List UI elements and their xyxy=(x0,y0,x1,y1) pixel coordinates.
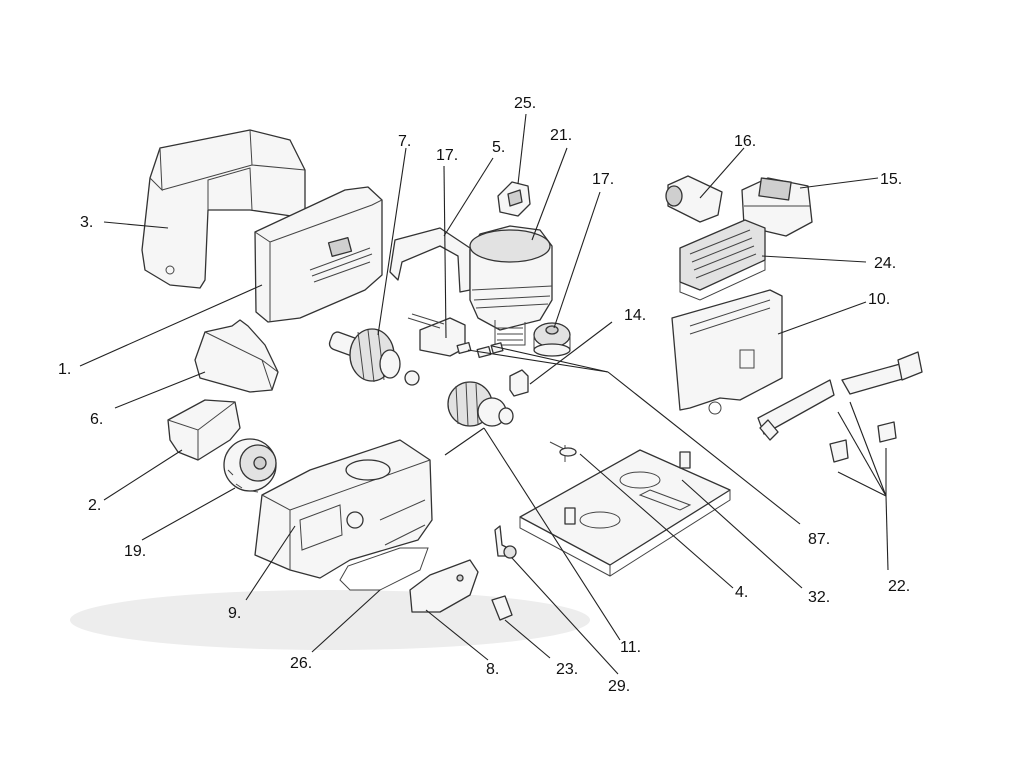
part-17-limit-switch-left xyxy=(407,313,466,357)
callout-87: 87. xyxy=(808,531,830,548)
part-25-knob xyxy=(497,181,531,217)
callout-24: 24. xyxy=(874,255,896,272)
part-24-control-board xyxy=(679,219,766,301)
callout-7: 7. xyxy=(398,133,411,150)
part-21-motor xyxy=(469,225,553,346)
part-26-gasket xyxy=(339,547,429,591)
callout-23: 23. xyxy=(556,661,578,678)
part-19-pinion-gear xyxy=(223,438,277,493)
part-2-limit-cover xyxy=(167,399,241,461)
part-22-brackets xyxy=(757,351,923,463)
callout-14: 14. xyxy=(624,307,646,324)
callout-16: 16. xyxy=(734,133,756,150)
callout-6: 6. xyxy=(90,411,103,428)
callout-25: 25. xyxy=(514,95,536,112)
callout-17-right: 17. xyxy=(592,171,614,188)
part-4-anchor-bolt xyxy=(549,441,691,525)
callout-17-left: 17. xyxy=(436,147,458,164)
part-7-drive-shaft xyxy=(328,328,420,386)
part-87-cams xyxy=(456,341,504,359)
callout-32: 32. xyxy=(808,589,830,606)
callout-5: 5. xyxy=(492,139,505,156)
callout-19: 19. xyxy=(124,543,146,560)
callout-26: 26. xyxy=(290,655,312,672)
part-9-gearbox xyxy=(254,439,433,579)
callout-15: 15. xyxy=(880,171,902,188)
callout-11: 11. xyxy=(620,639,641,656)
callout-9: 9. xyxy=(228,605,241,622)
part-10-mounting-plate xyxy=(671,289,783,415)
callout-1: 1. xyxy=(58,361,71,378)
part-1-front-cover xyxy=(254,186,383,323)
part-3-rear-cover xyxy=(141,129,306,289)
callout-3: 3. xyxy=(80,214,93,231)
floor-shadow xyxy=(70,590,590,650)
callout-21: 21. xyxy=(550,127,572,144)
part-32-base-plate xyxy=(519,449,731,577)
part-8-front-lid xyxy=(409,559,479,613)
callout-10: 10. xyxy=(868,291,890,308)
part-14-micro-switch xyxy=(509,369,529,397)
part-29-release-key xyxy=(494,525,517,559)
part-16-capacitor xyxy=(665,175,723,223)
callout-2: 2. xyxy=(88,497,101,514)
part-6-cable-cover xyxy=(194,319,279,393)
callout-22: 22. xyxy=(888,578,910,595)
part-17-spring-right xyxy=(533,322,571,357)
part-11-drive-gear xyxy=(447,381,514,427)
callout-labels: 1. 2. 3. 4. 5. 6. 7. 8. 9. 10. 11. 14. 1… xyxy=(58,95,910,695)
part-5-bracket xyxy=(389,227,471,293)
part-23-key-barrel xyxy=(491,595,513,621)
callout-8: 8. xyxy=(486,661,499,678)
leader-lines xyxy=(79,113,889,675)
callout-4: 4. xyxy=(735,584,748,601)
callout-29: 29. xyxy=(608,678,630,695)
